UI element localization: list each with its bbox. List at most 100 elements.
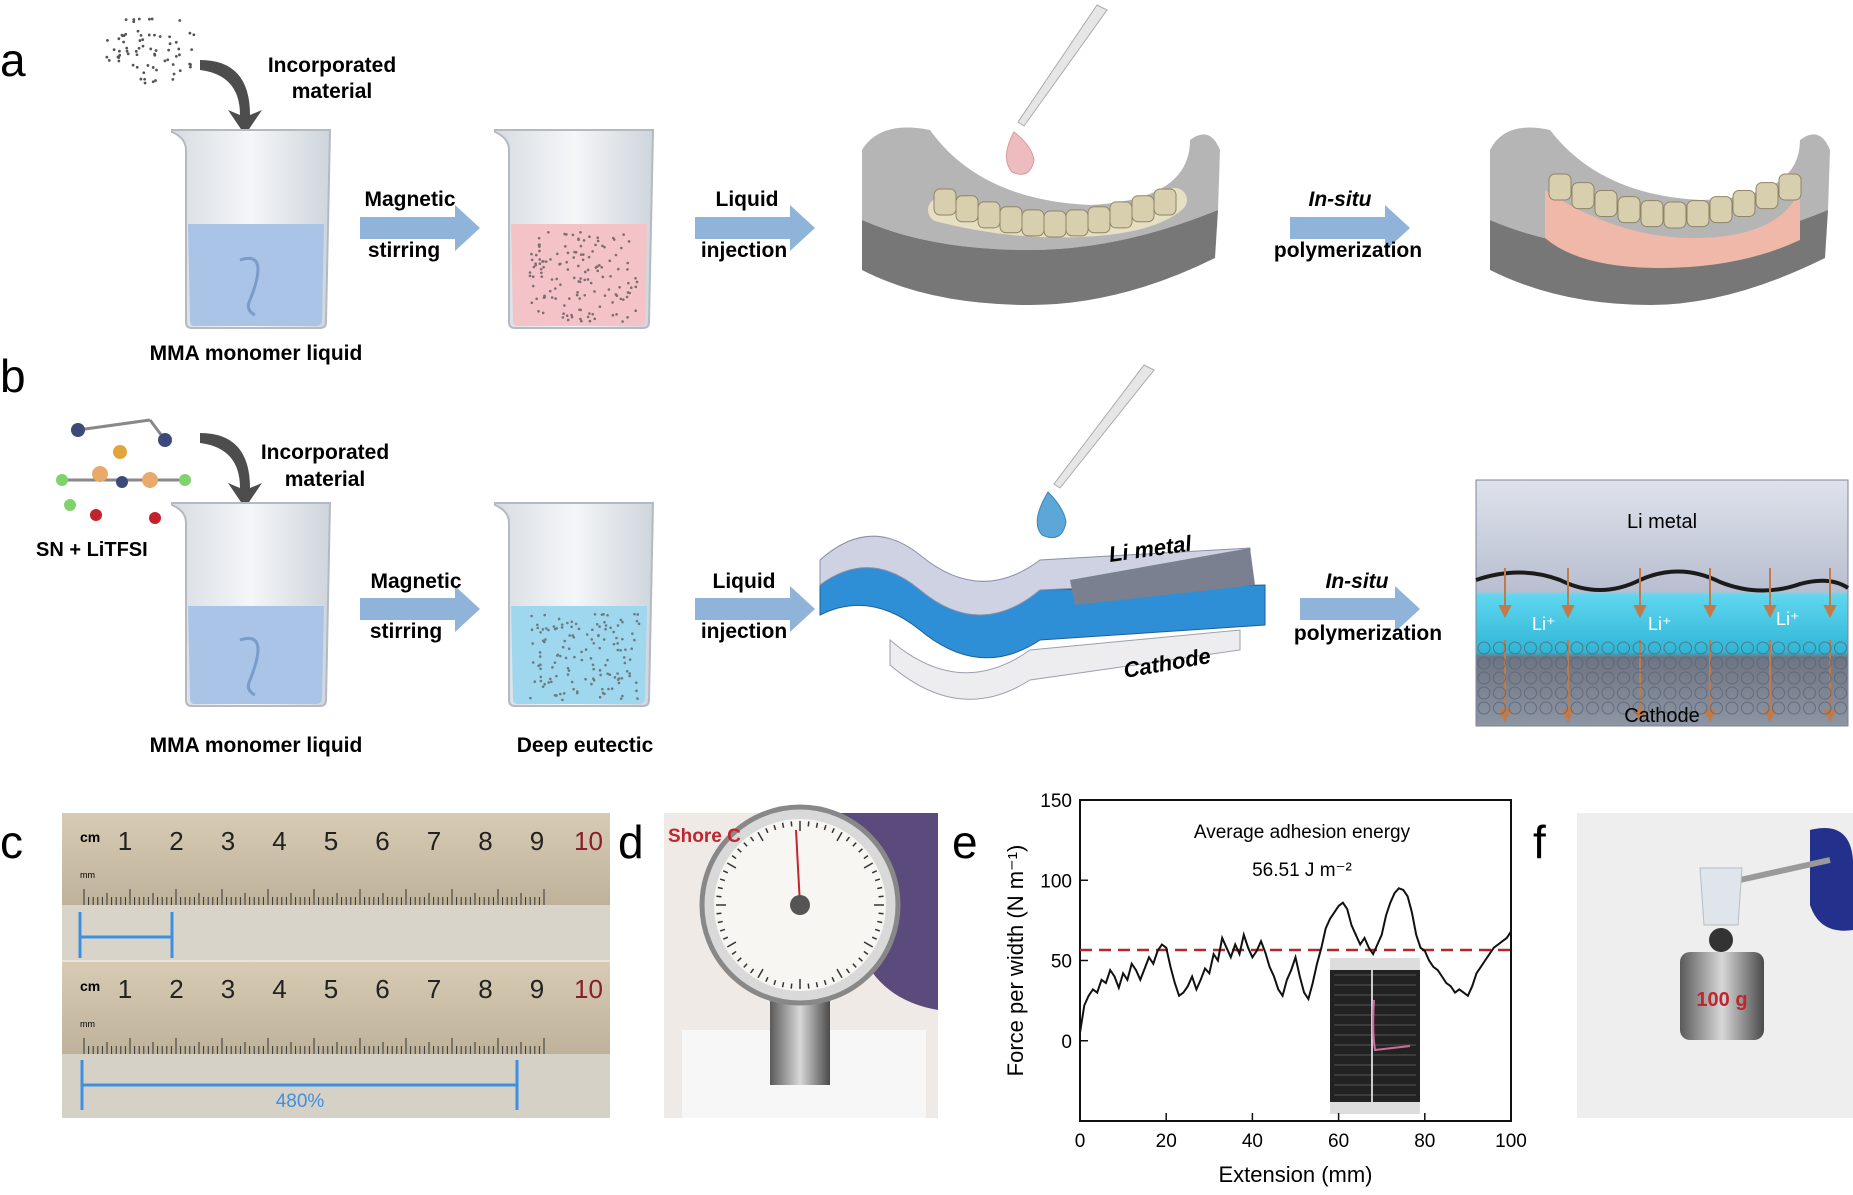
process-arrow-b3 [1300,586,1420,632]
ruler-number: 10 [574,826,603,856]
ruler-number: 8 [478,826,492,856]
panel-f-letter: f [1533,816,1546,868]
mma-label-a: MMA monomer liquid [150,342,363,365]
x-tick-label: 60 [1328,1131,1349,1152]
ruler-number: 9 [530,974,544,1004]
process-arrow-3 [1290,205,1410,251]
y-axis-label: Force per width (N m⁻¹) [1003,845,1028,1077]
tweezers [1739,857,1831,883]
y-tick-label: 50 [1051,952,1072,973]
x-tick-label: 80 [1414,1131,1435,1152]
step3-label-2: polymerization [1274,239,1422,262]
beaker-pink [494,129,655,329]
li-ion-2: Li⁺ [1648,614,1672,634]
molecule-icon [56,418,191,524]
panel-c-letter: c [0,816,23,868]
curved-arrow-icon-b [200,433,262,508]
finished-denture [1490,127,1830,305]
mma-label-b: MMA monomer liquid [150,734,363,757]
x-tick-label: 100 [1495,1131,1527,1152]
weight-label: 100 g [1696,989,1747,1011]
x-tick-label: 20 [1156,1131,1177,1152]
step1-label-1: Magnetic [364,188,455,211]
process-arrow-1 [360,205,480,251]
ruler-number: 4 [272,826,286,856]
ruler-sub-top: mm [80,870,95,880]
denture-mold [862,127,1220,305]
ruler-number: 5 [324,826,338,856]
ruler-number: 8 [478,974,492,1004]
step1-label-b1: Magnetic [370,570,461,593]
cell-cathode: Cathode [1624,705,1700,727]
chart-annotation-2: 56.51 J m⁻² [1252,860,1352,881]
force-series-line [1079,887,1512,1033]
ruler-number: 1 [118,974,132,1004]
panel-b-letter: b [0,350,26,402]
step3-label-b2: polymerization [1294,622,1442,645]
step2-label-b1: Liquid [713,570,776,593]
ruler-number: 2 [169,826,183,856]
stretch-label: 480% [276,1091,325,1112]
ruler-unit-bottom: cm [80,978,100,994]
incorporated-label-1: Incorporated [268,54,396,77]
beaker-mma-b [171,502,332,707]
inset-photo [1330,958,1420,1114]
beaker-eutectic [494,502,655,707]
ruler-bottom [62,962,610,1054]
ruler-number: 7 [427,826,441,856]
ruler-sub-bottom: mm [80,1019,95,1029]
panel-a: a Incorporated material MMA monomer liqu… [0,4,1830,365]
cell-li-metal: Li metal [1627,511,1697,533]
weight [1680,952,1764,1040]
step1-label-2: stirring [368,239,440,262]
li-ion-1: Li⁺ [1532,614,1556,634]
beaker-mma [171,129,332,329]
step3-label-1: In-situ [1309,188,1372,211]
ruler-number: 9 [530,826,544,856]
ruler-number: 10 [574,974,603,1004]
ruler-unit-top: cm [80,829,100,845]
ruler-top [62,813,610,905]
x-tick-label: 40 [1242,1131,1263,1152]
panel-a-letter: a [0,34,26,86]
ruler-number: 5 [324,974,338,1004]
x-tick-label: 0 [1075,1131,1086,1152]
panel-b: b SN + LiTFSI Incorporated material MMA … [0,350,1850,757]
li-ion-3: Li⁺ [1776,609,1800,629]
pipette-icon [1006,4,1108,175]
ruler-number: 6 [375,974,389,1004]
step2-label-1: Liquid [716,188,779,211]
panel-d: d Shore C [618,804,938,1118]
molecule-label: SN + LiTFSI [36,539,148,561]
battery-assembly [819,535,1266,700]
process-arrow-b1 [360,586,480,632]
pipette-icon-b [1036,364,1155,539]
step3-label-b1: In-situ [1326,570,1389,593]
ruler-number: 3 [221,974,235,1004]
step2-label-2: injection [701,239,787,262]
eutectic-label: Deep eutectic [517,734,654,757]
gel-sample [1699,867,1743,926]
cell-cross-section [1475,479,1850,727]
gauge-needle [795,829,801,906]
y-tick-label: 150 [1040,791,1072,812]
sample-top [62,905,610,960]
ruler-number: 1 [118,826,132,856]
step2-label-b2: injection [701,620,787,643]
incorporated-label-2: material [292,80,373,103]
y-tick-label: 100 [1040,871,1072,892]
panel-f: f 100 g [1533,813,1853,1118]
measure-stretched [80,1060,519,1110]
gauge-label: Shore C [668,826,741,847]
process-arrow-b2 [695,586,815,632]
incorporated-label-b2: material [285,468,366,491]
ruler-number: 4 [272,974,286,1004]
ruler-number: 3 [221,826,235,856]
step1-label-b2: stirring [370,620,442,643]
measure-original [78,912,174,958]
y-tick-label: 0 [1061,1032,1072,1053]
panel-d-letter: d [618,816,644,868]
